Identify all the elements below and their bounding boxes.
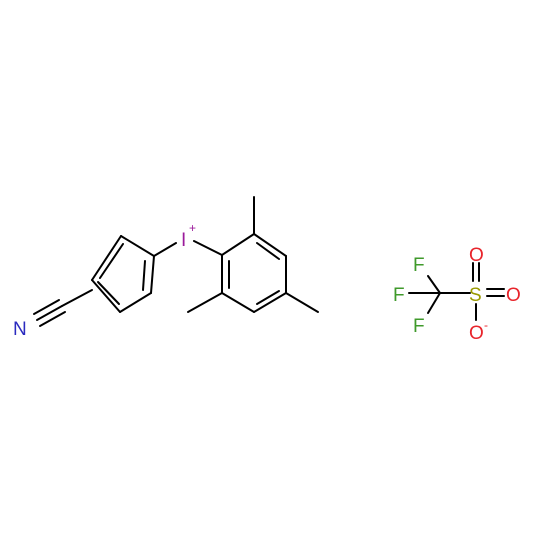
oxygen-label-right: O [506, 285, 521, 306]
bond [119, 292, 152, 313]
oxygen-label-bottom: O [469, 323, 484, 344]
bond [120, 235, 155, 257]
bond [427, 275, 441, 294]
aromatic-bond [256, 290, 280, 305]
bond [150, 255, 155, 294]
triple-bond [33, 299, 60, 315]
fluorine-label-bottom: F [413, 316, 425, 337]
triflate-anion [408, 262, 505, 321]
methyl-bond-right [285, 292, 319, 313]
bond [91, 235, 122, 281]
bond [221, 233, 255, 256]
bond [61, 289, 93, 307]
bond [221, 292, 255, 313]
nitrogen-label: N [13, 319, 27, 340]
oxygen-charge: - [484, 318, 488, 332]
cyanophenyl-ring [91, 235, 155, 313]
bond [91, 279, 121, 313]
fluorine-label-top: F [413, 255, 425, 276]
bond [153, 242, 177, 257]
fluorine-label-middle: F [393, 285, 405, 306]
bond [427, 292, 441, 314]
bond [253, 233, 287, 257]
methyl-groups [187, 196, 319, 313]
iodine-label: I [181, 230, 186, 251]
methyl-bond-left [187, 292, 223, 313]
oxygen-label-top: O [469, 245, 484, 266]
sulfur-label: S [469, 285, 482, 306]
mesityl-ring [221, 233, 287, 313]
aromatic-bond [142, 260, 146, 291]
iodonium-bonds [153, 240, 223, 257]
bond [193, 240, 223, 256]
bond [253, 292, 287, 313]
aromatic-bond [99, 243, 124, 279]
nitrile-group: N [13, 289, 93, 340]
aromatic-bond [256, 242, 280, 260]
aromatic-bond [97, 281, 120, 305]
iodine-charge: + [189, 221, 196, 235]
triple-bond [36, 305, 63, 321]
triple-bond [39, 311, 66, 327]
